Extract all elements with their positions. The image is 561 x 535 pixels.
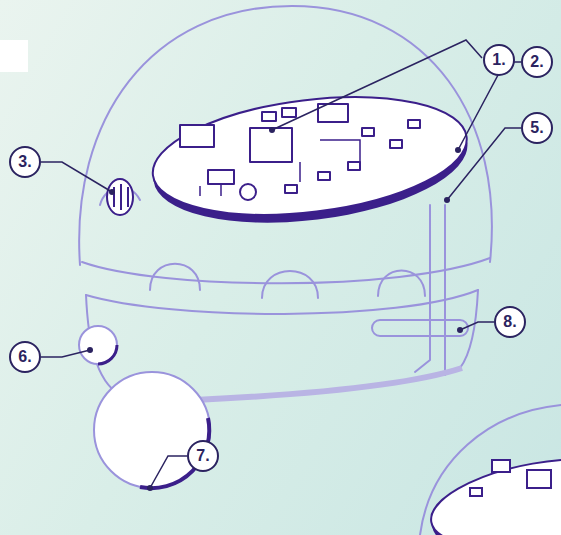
wheel [94, 372, 210, 488]
underside [195, 368, 462, 400]
part [318, 172, 330, 180]
leader-line [447, 128, 521, 200]
second-pcb [424, 445, 561, 535]
sensor-shade [98, 345, 117, 364]
callout-number: 5. [521, 112, 553, 144]
callout-number: 7. [187, 440, 219, 472]
callout-number: 3. [9, 146, 41, 178]
body-band [86, 290, 478, 314]
corner-patch [0, 40, 28, 72]
arch [150, 264, 200, 290]
part [527, 470, 551, 488]
chip [208, 170, 234, 184]
leader-dot [87, 347, 93, 353]
part [362, 128, 374, 136]
leader-dot [109, 189, 115, 195]
leader-dot [269, 127, 275, 133]
callout-number: 1. [483, 44, 515, 76]
leader-dot [444, 197, 450, 203]
switch-ridges [114, 184, 128, 210]
part [282, 108, 296, 117]
part [390, 140, 402, 148]
callout-number: 8. [494, 306, 526, 338]
trace [200, 140, 360, 196]
leader-line [272, 40, 482, 130]
switch [107, 179, 133, 215]
part [470, 488, 482, 496]
leader-dot [147, 485, 153, 491]
slot [372, 320, 468, 336]
leader-line [41, 350, 90, 357]
callout-number: 2. [521, 46, 553, 78]
part [262, 112, 276, 121]
rail [444, 205, 446, 375]
leader-dot [457, 327, 463, 333]
pcb-board [146, 81, 473, 231]
leader-line [41, 162, 112, 192]
leader-line [150, 456, 187, 488]
chip [250, 128, 292, 162]
callout-number: 6. [9, 341, 41, 373]
part [348, 162, 360, 170]
arch [262, 271, 318, 298]
sensor [79, 326, 117, 364]
part [285, 185, 297, 193]
part [408, 120, 420, 128]
arch [378, 271, 425, 297]
buzzer [240, 184, 256, 200]
part [492, 460, 510, 472]
leader-line [460, 322, 494, 330]
rail [415, 205, 430, 372]
chip [180, 125, 214, 147]
leader-dot [455, 147, 461, 153]
leader-line [458, 62, 521, 150]
